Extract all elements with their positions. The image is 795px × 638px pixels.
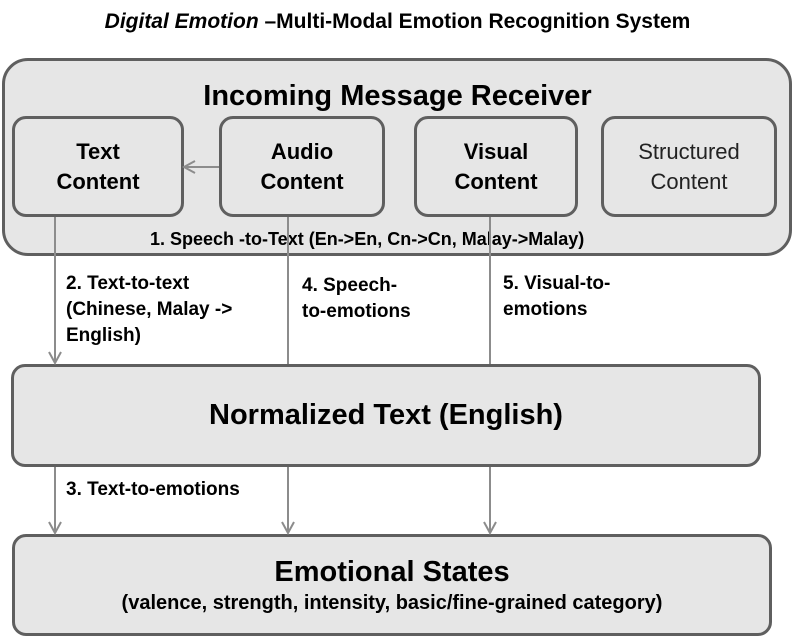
- visual-to-emotions-line2: emotions: [503, 299, 588, 320]
- structured-content-box: Structured Content: [601, 116, 777, 217]
- audio-content-line2: Content: [260, 168, 344, 194]
- audio-content-line1: Audio: [270, 138, 334, 164]
- visual-to-emotions-arrowhead: [483, 521, 497, 536]
- text-to-text-line2: (Chinese, Malay ->: [66, 299, 233, 320]
- emotional-states-subtitle: (valence, strength, intensity, basic/fin…: [121, 592, 663, 614]
- text-content-line2: Content: [56, 168, 140, 194]
- text-to-normalized-arrowhead: [48, 351, 62, 366]
- title-rest: –Multi-Modal Emotion Recognition System: [258, 10, 691, 33]
- visual-content-line1: Visual: [463, 138, 529, 164]
- audio-to-text-arrowhead: [181, 160, 196, 174]
- audio-content-box: Audio Content: [219, 116, 385, 217]
- visual-to-emotions-label: 5. Visual-to- emotions: [503, 271, 610, 323]
- text-to-text-label: 2. Text-to-text (Chinese, Malay -> Engli…: [66, 271, 232, 349]
- diagram-title: Digital Emotion –Multi-Modal Emotion Rec…: [0, 10, 795, 34]
- speech-to-emotions-line2: to-emotions: [302, 301, 411, 322]
- text-to-emotions-label: 3. Text-to-emotions: [66, 479, 240, 500]
- visual-content-line2: Content: [454, 168, 538, 194]
- visual-content-box: Visual Content: [414, 116, 578, 217]
- text-content-box: Text Content: [12, 116, 184, 217]
- incoming-message-receiver-title: Incoming Message Receiver: [203, 80, 592, 112]
- text-content-line1: Text: [76, 138, 120, 164]
- structured-content-line2: Content: [650, 168, 728, 194]
- normalized-text-label: Normalized Text (English): [209, 399, 563, 431]
- title-italic: Digital Emotion: [104, 10, 259, 33]
- normalized-text-box: Normalized Text (English): [11, 364, 761, 467]
- emotional-states-box: Emotional States (valence, strength, int…: [12, 534, 772, 636]
- visual-to-emotions-line1: 5. Visual-to-: [503, 273, 611, 294]
- text-to-text-line3: English): [66, 325, 141, 346]
- speech-to-emotions-arrowhead: [281, 521, 295, 536]
- text-to-emotions-arrowhead: [48, 521, 62, 536]
- speech-to-emotions-line1: 4. Speech-: [302, 275, 398, 296]
- text-to-text-line1: 2. Text-to-text: [66, 273, 190, 294]
- speech-to-emotions-label: 4. Speech- to-emotions: [302, 273, 411, 325]
- speech-to-text-label: 1. Speech -to-Text (En->En, Cn->Cn, Mala…: [150, 229, 585, 249]
- emotional-states-title: Emotional States: [274, 556, 510, 588]
- structured-content-line1: Structured: [638, 138, 740, 164]
